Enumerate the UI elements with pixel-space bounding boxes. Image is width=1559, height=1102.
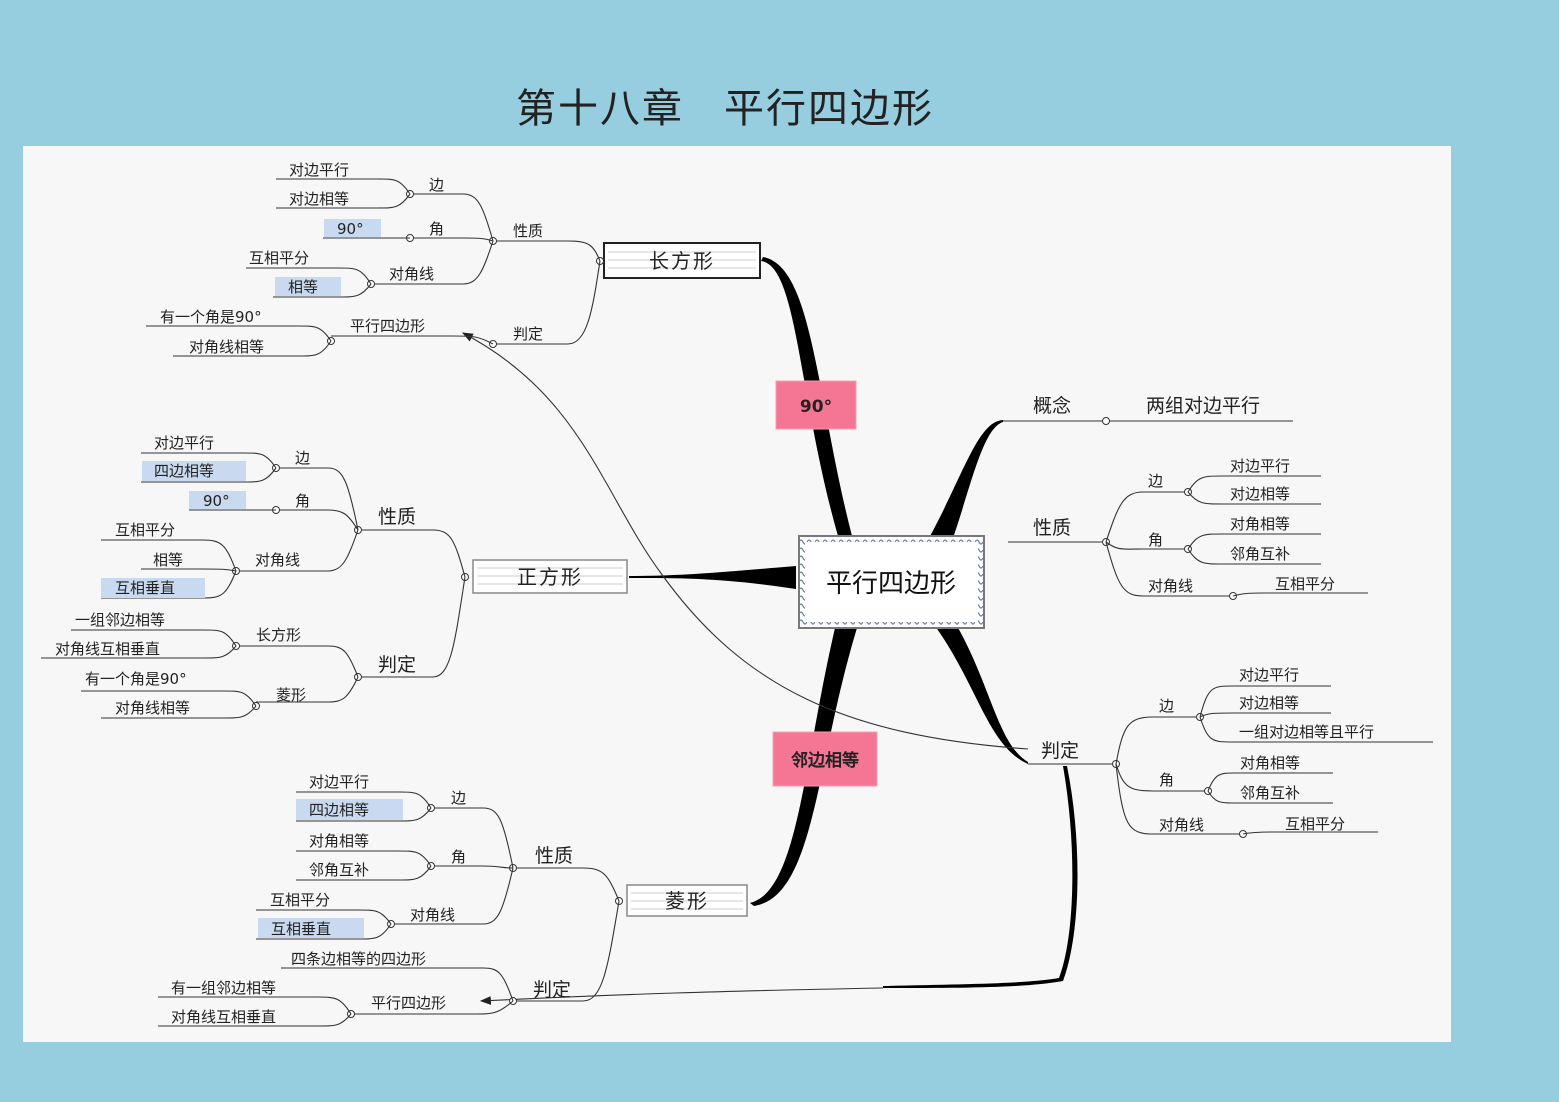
judge-label: 判定 (1041, 740, 1079, 762)
properties-branch: 性质 边 对边平行 对边相等 角 对角相等 邻角互补 对角线 互相平分 (1008, 457, 1368, 600)
chapter-label: 第十八章 (516, 86, 684, 132)
svg-text:对角线: 对角线 (255, 551, 300, 569)
svg-text:互相平分: 互相平分 (115, 521, 175, 539)
rhombus-branch: 性质 判定 边 对边平行 四边相等 角 对角相等 邻角互补 对角线 互相平分 互… (158, 773, 623, 1027)
svg-text:互相垂直: 互相垂直 (271, 920, 331, 938)
svg-text:性质: 性质 (513, 222, 543, 240)
svg-text:菱形: 菱形 (276, 686, 306, 704)
mind-map: 平行四边形 90° 邻边相等 概念 两组对边平行 性质 边 对边平行 对边相等 … (41, 161, 1433, 1027)
rect-judge-link (462, 332, 1029, 750)
svg-text:有一个角是90°: 有一个角是90° (160, 308, 262, 326)
concept-branch: 概念 两组对边平行 (1003, 394, 1293, 425)
svg-text:邻角互补: 邻角互补 (1240, 784, 1300, 802)
svg-text:90°: 90° (337, 220, 364, 238)
svg-text:对边平行: 对边平行 (289, 161, 349, 179)
svg-text:互相平分: 互相平分 (270, 891, 330, 909)
svg-text:对角线互相垂直: 对角线互相垂直 (55, 640, 160, 658)
rectangle-node[interactable]: 长方形 (603, 242, 761, 279)
square-label: 正方形 (517, 565, 583, 589)
rhombus-judge-link (479, 987, 884, 1005)
rhombus-node[interactable]: 菱形 (626, 884, 748, 917)
svg-text:边: 边 (451, 789, 466, 807)
svg-text:对角线: 对角线 (410, 906, 455, 924)
svg-text:四边相等: 四边相等 (154, 462, 214, 480)
judge-branch: 判定 边 对边平行 对边相等 一组对边相等且平行 角 对角相等 邻角互补 对角线… (1028, 666, 1433, 838)
svg-text:对角相等: 对角相等 (309, 832, 369, 850)
svg-text:互相平分: 互相平分 (249, 249, 309, 267)
rectangle-label: 长方形 (649, 249, 715, 273)
svg-text:对边平行: 对边平行 (309, 773, 369, 791)
callout-90: 90° (775, 380, 857, 430)
svg-text:判定: 判定 (513, 325, 543, 343)
svg-text:对角线: 对角线 (1159, 816, 1204, 834)
svg-text:对角线: 对角线 (1148, 577, 1193, 595)
svg-text:判定: 判定 (378, 654, 416, 676)
svg-text:性质: 性质 (535, 845, 573, 867)
rectangle-branch: 性质 判定 边 对边平行 对边相等 角 90° 对角线 互相平分 相等 平行四边… (146, 161, 604, 357)
svg-text:平行四边形: 平行四边形 (350, 317, 425, 335)
svg-text:对边相等: 对边相等 (289, 190, 349, 208)
center-node[interactable]: 平行四边形 (798, 535, 985, 629)
center-label: 平行四边形 (826, 569, 956, 599)
svg-text:90°: 90° (800, 397, 832, 417)
svg-text:邻边相等: 邻边相等 (791, 750, 859, 771)
main-branches (629, 257, 1078, 988)
svg-text:互相平分: 互相平分 (1275, 575, 1335, 593)
concept-label: 概念 (1033, 394, 1071, 417)
svg-text:邻角互补: 邻角互补 (309, 861, 369, 879)
svg-text:边: 边 (1148, 472, 1163, 490)
chapter-topic: 平行四边形 (724, 86, 934, 132)
svg-text:对角线互相垂直: 对角线互相垂直 (171, 1008, 276, 1026)
page-title: 第十八章平行四边形 (0, 76, 1450, 134)
svg-text:性质: 性质 (378, 506, 416, 528)
svg-text:对边平行: 对边平行 (154, 434, 214, 452)
svg-text:四条边相等的四边形: 四条边相等的四边形 (291, 950, 426, 968)
svg-text:一组邻边相等: 一组邻边相等 (75, 611, 165, 629)
mind-map-canvas: 平行四边形 90° 邻边相等 概念 两组对边平行 性质 边 对边平行 对边相等 … (23, 146, 1451, 1042)
svg-text:互相垂直: 互相垂直 (115, 579, 175, 597)
svg-text:一组对边相等且平行: 一组对边相等且平行 (1239, 723, 1374, 741)
svg-text:对角线相等: 对角线相等 (189, 338, 264, 356)
svg-text:边: 边 (295, 449, 310, 467)
svg-text:角: 角 (429, 220, 444, 238)
svg-text:相等: 相等 (288, 278, 318, 296)
square-branch: 性质 判定 边 对边平行 四边相等 角 90° 对角线 互相平分 相等 互相垂直… (41, 434, 469, 719)
svg-text:对角相等: 对角相等 (1230, 515, 1290, 533)
svg-text:对边相等: 对边相等 (1239, 694, 1299, 712)
svg-text:边: 边 (1159, 697, 1174, 715)
square-node[interactable]: 正方形 (472, 559, 628, 594)
svg-text:平行四边形: 平行四边形 (371, 994, 446, 1012)
svg-text:对角相等: 对角相等 (1240, 754, 1300, 772)
svg-text:判定: 判定 (533, 979, 571, 1001)
rhombus-label: 菱形 (665, 889, 709, 913)
svg-text:邻角互补: 邻角互补 (1230, 545, 1290, 563)
svg-text:角: 角 (451, 848, 466, 866)
svg-text:对角线相等: 对角线相等 (115, 699, 190, 717)
svg-text:相等: 相等 (153, 551, 183, 569)
svg-text:对边相等: 对边相等 (1230, 485, 1290, 503)
svg-text:90°: 90° (203, 492, 230, 510)
concept-value: 两组对边平行 (1146, 395, 1260, 417)
svg-text:互相平分: 互相平分 (1285, 815, 1345, 833)
svg-text:有一个角是90°: 有一个角是90° (85, 670, 187, 688)
svg-text:角: 角 (1159, 771, 1174, 789)
svg-text:对角线: 对角线 (389, 265, 434, 283)
svg-text:对边平行: 对边平行 (1239, 666, 1299, 684)
svg-text:四边相等: 四边相等 (309, 801, 369, 819)
svg-text:长方形: 长方形 (256, 626, 301, 644)
properties-label: 性质 (1033, 517, 1071, 539)
svg-text:对边平行: 对边平行 (1230, 457, 1290, 475)
svg-text:边: 边 (429, 176, 444, 194)
svg-text:角: 角 (1148, 531, 1163, 549)
svg-text:角: 角 (295, 492, 310, 510)
svg-text:有一组邻边相等: 有一组邻边相等 (171, 979, 276, 997)
callout-adjacent-equal: 邻边相等 (772, 731, 878, 787)
